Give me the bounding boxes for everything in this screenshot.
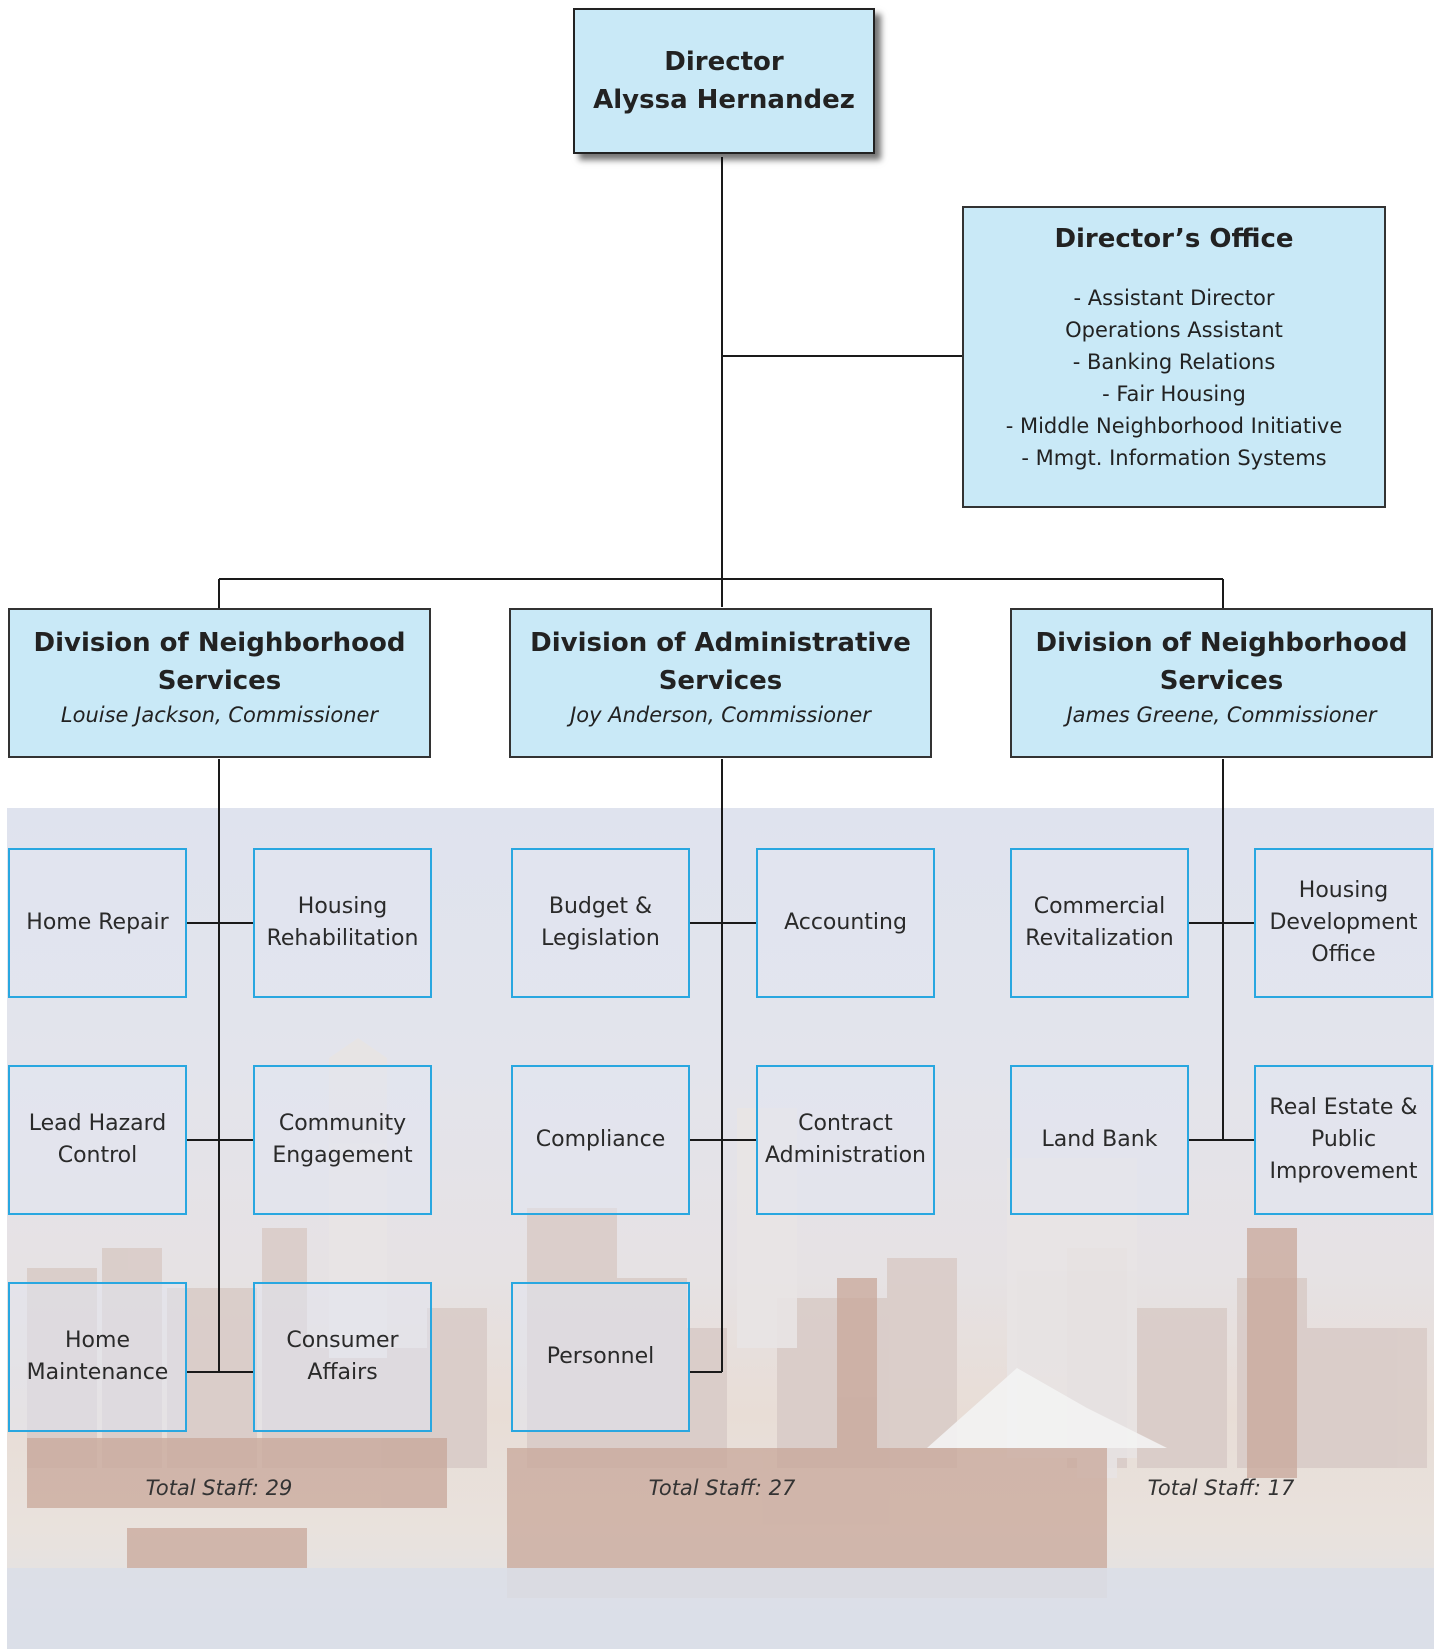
- unit-label-line: Housing: [1298, 878, 1389, 903]
- unit-commercial-revitalization: Commercial Revitalization: [1010, 848, 1189, 998]
- office-item: - Assistant Director: [1073, 286, 1275, 310]
- office-item: - Banking Relations: [1072, 350, 1276, 374]
- office-item: Operations Assistant: [1065, 318, 1283, 342]
- division-commissioner: Louise Jackson, Commissioner: [60, 703, 379, 727]
- unit-label-line: Personnel: [546, 1344, 655, 1369]
- unit-lead-hazard-control: Lead Hazard Control: [8, 1065, 187, 1215]
- unit-compliance: Compliance: [511, 1065, 690, 1215]
- office-item: - Mmgt. Information Systems: [1021, 446, 1327, 470]
- unit-label-line: Accounting: [784, 910, 907, 935]
- office-item: - Middle Neighborhood Initiative: [1005, 414, 1343, 438]
- unit-label-line: Rehabilitation: [266, 926, 419, 951]
- unit-label-line: Housing: [297, 894, 388, 919]
- unit-label-line: Administration: [765, 1143, 926, 1168]
- unit-consumer-affairs: Consumer Affairs: [253, 1282, 432, 1432]
- division-neighborhood-services-box-2: Division of Neighborhood Services James …: [1010, 608, 1433, 758]
- unit-label-line: Public: [1310, 1127, 1377, 1152]
- unit-label-line: Community: [278, 1111, 407, 1136]
- directors-office-box: Director’s Office - Assistant Director O…: [962, 206, 1386, 508]
- unit-real-estate-public-improvement: Real Estate & Public Improvement: [1254, 1065, 1433, 1215]
- division-title: Division of Neighborhood Services: [1035, 628, 1408, 696]
- unit-label-line: Legislation: [541, 926, 660, 951]
- unit-home-maintenance: Home Maintenance: [8, 1282, 187, 1432]
- unit-label-line: Home Repair: [26, 910, 169, 935]
- unit-home-repair: Home Repair: [8, 848, 187, 998]
- division-title: Division of Neighborhood Services: [33, 628, 406, 696]
- unit-land-bank: Land Bank: [1010, 1065, 1189, 1215]
- unit-label-line: Real Estate &: [1269, 1095, 1418, 1120]
- unit-label-line: Engagement: [272, 1143, 413, 1168]
- division-commissioner: James Greene, Commissioner: [1066, 703, 1377, 727]
- total-staff-division-1: Total Staff: 29: [145, 1476, 293, 1500]
- unit-contract-administration: Contract Administration: [756, 1065, 935, 1215]
- unit-label-line: Maintenance: [26, 1360, 169, 1385]
- unit-label-line: Home: [65, 1328, 130, 1353]
- total-staff-division-2: Total Staff: 27: [648, 1476, 796, 1500]
- office-item: - Fair Housing: [1102, 382, 1246, 406]
- unit-label-line: Development: [1269, 910, 1418, 935]
- division-neighborhood-services-box: Division of Neighborhood Services Louise…: [8, 608, 431, 758]
- unit-label-line: Commercial: [1033, 894, 1166, 919]
- unit-personnel: Personnel: [511, 1282, 690, 1432]
- unit-label-line: Lead Hazard: [28, 1111, 167, 1136]
- director-title: Director: [664, 47, 784, 77]
- unit-label-line: Improvement: [1269, 1159, 1418, 1184]
- unit-label-line: Compliance: [535, 1127, 666, 1152]
- director-name: Alyssa Hernandez: [593, 85, 855, 115]
- unit-label-line: Affairs: [307, 1360, 378, 1385]
- unit-label-line: Control: [57, 1143, 138, 1168]
- division-title: Division of Administrative Services: [530, 628, 911, 696]
- director-box: Director Alyssa Hernandez: [573, 8, 875, 154]
- unit-label-line: Land Bank: [1041, 1127, 1158, 1152]
- unit-accounting: Accounting: [756, 848, 935, 998]
- total-staff-division-3: Total Staff: 17: [1147, 1476, 1295, 1500]
- unit-label-line: Contract: [798, 1111, 893, 1136]
- unit-housing-rehabilitation: Housing Rehabilitation: [253, 848, 432, 998]
- unit-label-line: Office: [1311, 942, 1376, 967]
- unit-housing-development-office: Housing Development Office: [1254, 848, 1433, 998]
- unit-label-line: Consumer: [286, 1328, 399, 1353]
- division-commissioner: Joy Anderson, Commissioner: [570, 703, 871, 727]
- unit-label-line: Revitalization: [1025, 926, 1174, 951]
- unit-community-engagement: Community Engagement: [253, 1065, 432, 1215]
- division-administrative-services-box: Division of Administrative Services Joy …: [509, 608, 932, 758]
- directors-office-title: Director’s Office: [1054, 224, 1294, 254]
- unit-label-line: Budget &: [548, 894, 653, 919]
- unit-budget-legislation: Budget & Legislation: [511, 848, 690, 998]
